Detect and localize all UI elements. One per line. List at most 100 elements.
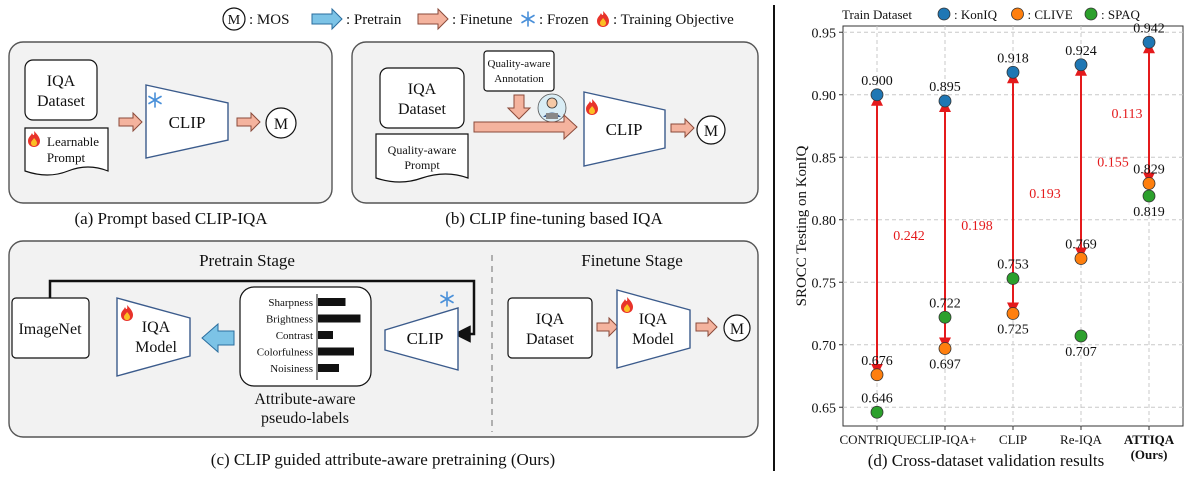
x-tick-label: Re-IQA	[1060, 432, 1102, 447]
legend-marker	[1084, 7, 1098, 21]
imagenet-label: ImageNet	[18, 321, 82, 338]
data-point-clive	[1142, 177, 1156, 190]
annotation-label-2: Annotation	[494, 73, 544, 85]
data-label: 0.769	[1065, 238, 1097, 253]
gap-label: 0.193	[1029, 187, 1061, 202]
finetune-arrow	[473, 113, 578, 141]
panel-a: IQA Dataset Learnable Prompt CLIP M (a) …	[8, 41, 333, 228]
data-label: 0.918	[997, 51, 1029, 66]
clip-label: CLIP	[407, 329, 444, 348]
data-label: 0.924	[1065, 44, 1097, 59]
frozen-legend-label: : Frozen	[539, 12, 589, 28]
data-label: 0.900	[861, 74, 893, 89]
data-point-spaq	[1006, 272, 1020, 285]
data-label: 0.753	[997, 258, 1029, 273]
ft-dataset-box	[507, 297, 593, 359]
iqa-dataset-box	[24, 59, 98, 121]
legend-label: : CLIVE	[1028, 7, 1073, 22]
iqa-dataset-label-1: IQA	[408, 81, 437, 98]
legend-marker	[937, 7, 951, 21]
mos-symbol: M	[228, 13, 241, 28]
data-point-clive	[870, 368, 884, 382]
panel-c: Pretrain Stage Finetune Stage ImageNet I…	[8, 240, 759, 469]
y-axis-label: SROCC Testing on KonIQ	[794, 145, 810, 306]
mos-legend-icon	[222, 7, 246, 31]
finetune-legend-label: : Finetune	[452, 12, 513, 28]
data-point-spaq	[1074, 329, 1088, 343]
iqa-model-label-2: Model	[135, 339, 177, 356]
legend-label: : SPAQ	[1101, 7, 1141, 22]
panel-b-caption: (b) CLIP fine-tuning based IQA	[445, 209, 663, 228]
chart-legend: Train Dataset : KonIQ : CLIVE : SPAQ	[842, 7, 1141, 22]
attribute-bar	[318, 314, 361, 323]
data-label: 0.697	[929, 358, 961, 373]
data-point-clive	[1074, 252, 1088, 265]
data-point-koniq	[938, 94, 952, 108]
y-tick-label: 0.85	[812, 151, 837, 166]
clip-encoder	[145, 84, 229, 159]
finetune-arrow	[670, 117, 695, 139]
iqa-dataset-label-2: Dataset	[398, 101, 447, 118]
data-label: 0.819	[1133, 205, 1165, 220]
data-point-koniq	[1006, 65, 1020, 79]
prompt-label-1: Learnable	[47, 134, 99, 149]
data-point-spaq	[1142, 189, 1156, 203]
x-tick-label: CLIP	[999, 432, 1027, 447]
iqa-model-label-1: IQA	[142, 319, 171, 336]
y-tick-label: 0.80	[812, 214, 837, 229]
y-tick-label: 0.90	[812, 89, 837, 104]
prompt-label-2: Prompt	[404, 158, 440, 172]
attribute-bar	[318, 347, 354, 356]
pretrain-legend-label: : Pretrain	[346, 12, 402, 28]
attribute-bar	[318, 364, 339, 372]
gap-label: 0.155	[1097, 156, 1129, 171]
legend-label: : KonIQ	[954, 7, 998, 22]
clip-encoder	[583, 91, 666, 167]
data-label: 0.725	[997, 323, 1029, 338]
attribute-bar	[318, 331, 333, 339]
clip-encoder	[384, 307, 459, 371]
x-tick-label: ATTIQA	[1124, 432, 1175, 447]
iqa-model	[116, 297, 191, 377]
attr-caption-2: pseudo-labels	[261, 410, 349, 427]
feedback-arrow	[48, 279, 476, 343]
flame-icon	[597, 11, 609, 27]
annotation-label-1: Quality-aware	[488, 58, 551, 70]
quality-prompt-box	[375, 133, 469, 183]
clip-label: CLIP	[169, 113, 206, 132]
ft-iqa-model	[616, 289, 691, 369]
attribute-bar	[318, 298, 346, 306]
objective-legend-label: : Training Objective	[613, 12, 734, 28]
data-point-spaq	[938, 310, 952, 324]
annotation-box	[483, 50, 555, 92]
finetune-arrow	[118, 111, 143, 133]
iqa-dataset-label-2: Dataset	[37, 93, 86, 110]
attribute-label: Brightness	[266, 314, 313, 326]
clip-label: CLIP	[606, 120, 643, 139]
prompt-label-2: Prompt	[47, 150, 86, 165]
y-tick-label: 0.95	[812, 26, 837, 41]
data-point-spaq	[870, 405, 884, 419]
data-point-clive	[938, 342, 952, 355]
mos-output	[265, 107, 297, 139]
ft-model-label-2: Model	[632, 331, 674, 348]
learnable-prompt-box	[24, 127, 109, 176]
legend-title: Train Dataset	[842, 7, 912, 22]
pseudo-label-box	[239, 286, 372, 387]
annotation-arrow	[506, 94, 532, 120]
mos-symbol: M	[704, 123, 718, 140]
scatter-chart: 0.650.700.750.800.850.900.95CONTRIQUECLI…	[794, 7, 1184, 462]
mos-output	[696, 115, 726, 145]
attribute-label: Sharpness	[268, 297, 313, 309]
pretrain-stage-title: Pretrain Stage	[199, 251, 295, 270]
finetune-arrow	[236, 111, 261, 133]
gap-label: 0.113	[1112, 107, 1143, 122]
iqa-dataset-label-1: IQA	[47, 73, 76, 90]
top-legend: M : MOS : Pretrain : Finetune : Frozen :…	[222, 7, 734, 31]
attr-caption-1: Attribute-aware	[254, 391, 355, 408]
mos-symbol: M	[730, 321, 744, 338]
finetune-stage-title: Finetune Stage	[581, 251, 683, 270]
attribute-label: Colorfulness	[257, 347, 313, 359]
data-label: 0.676	[861, 354, 893, 369]
iqa-dataset-box	[379, 67, 465, 129]
